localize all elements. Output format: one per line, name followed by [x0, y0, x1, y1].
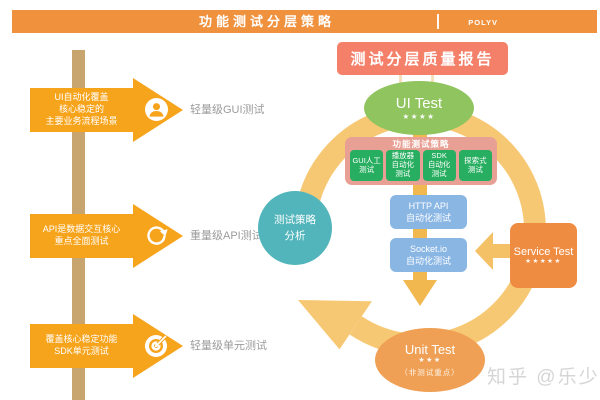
analysis-circle: 测试策略 分析 — [258, 191, 332, 265]
service-arrow-head — [475, 232, 493, 270]
strategy-box: 功能测试策略 GUI人工 测试 播放器 自动化 测试 SDK 自动化 测试 探索… — [345, 137, 497, 185]
ui-test-title: UI Test — [395, 95, 443, 112]
service-test-title: Service Test — [513, 245, 574, 258]
center-arrow-head — [403, 280, 437, 306]
service-arrow-shaft — [493, 244, 512, 258]
header-divider — [437, 14, 439, 29]
service-test-stars: ★★★★★ — [525, 257, 562, 265]
report-connector-right — [431, 74, 434, 84]
ui-test-node: UI Test ★★★★ — [364, 81, 474, 135]
socketio-box: Socket.io 自动化测试 — [390, 238, 467, 272]
api-arrow-head — [133, 204, 183, 268]
unit-test-note: （非测试重点） — [400, 368, 460, 378]
strategy-item-player: 播放器 自动化 测试 — [386, 150, 420, 181]
strategy-item-exploratory: 探索式 测试 — [458, 150, 492, 181]
report-connector-left — [399, 74, 402, 84]
gui-test-label: 轻量级GUI测试 — [190, 104, 265, 116]
api-arrow-body: API是数据交互核心 重点全面测试 — [30, 214, 133, 258]
watermark: 知乎 @乐少 — [487, 367, 600, 388]
service-test-node: Service Test ★★★★★ — [510, 223, 577, 288]
refresh-circle-icon — [147, 226, 168, 245]
unit-test-stars: ★★★ — [418, 356, 442, 364]
ui-arrow-body: UI自动化覆盖 核心稳定的 主要业务流程场景 — [30, 88, 133, 132]
header-bar: 功能测试分层策略 POLYV — [12, 10, 597, 33]
brand-logo: POLYV — [468, 18, 498, 27]
unit-test-label: 轻量级单元测试 — [190, 340, 267, 352]
unit-test-node: Unit Test ★★★ （非测试重点） — [375, 328, 485, 392]
cycle-arrowhead — [298, 300, 372, 350]
http-api-box: HTTP API 自动化测试 — [390, 195, 467, 229]
strategy-item-gui: GUI人工 测试 — [350, 150, 384, 181]
report-box: 测试分层质量报告 — [337, 42, 508, 75]
page-title: 功能测试分层策略 — [198, 14, 335, 29]
strategy-items: GUI人工 测试 播放器 自动化 测试 SDK 自动化 测试 探索式 测试 — [345, 150, 497, 181]
ui-test-stars: ★★★★ — [402, 112, 436, 121]
sdk-arrow-body: 覆盖核心稳定功能 SDK单元测试 — [30, 324, 133, 368]
unit-test-title: Unit Test — [404, 341, 456, 357]
api-test-label: 重量级API测试 — [190, 230, 263, 242]
person-icon — [145, 98, 168, 121]
strategy-item-sdk: SDK 自动化 测试 — [422, 150, 456, 181]
strategy-title: 功能测试策略 — [392, 139, 450, 149]
target-dart-icon — [145, 334, 168, 357]
